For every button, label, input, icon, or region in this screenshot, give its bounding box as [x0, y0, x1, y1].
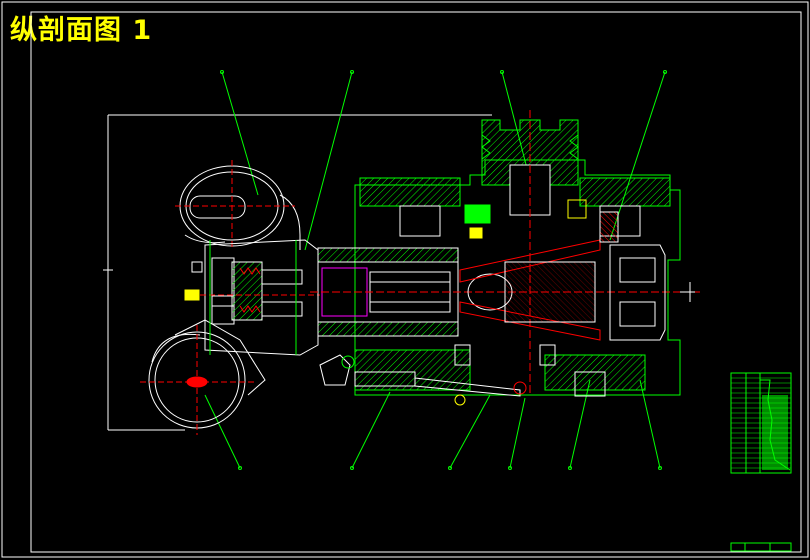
parts-list-rows — [731, 377, 791, 469]
drawing-title: 纵剖面图 1 — [10, 15, 153, 46]
right-end-cover — [599, 211, 695, 341]
crankcase-body — [354, 159, 681, 396]
cylinder-piston — [310, 247, 700, 337]
title-block — [730, 542, 792, 552]
lower-round-fitting — [140, 319, 266, 435]
crank-connecting-rod — [454, 199, 601, 366]
leader-lines-bottom — [204, 379, 662, 470]
lower-linkage-rod — [319, 354, 606, 406]
upper-elbow-fitting — [175, 160, 301, 250]
overall-dimension-line — [103, 114, 492, 431]
inner-border — [30, 11, 802, 553]
cylinder-head-valves — [184, 239, 320, 356]
belt-pulley — [481, 110, 579, 395]
